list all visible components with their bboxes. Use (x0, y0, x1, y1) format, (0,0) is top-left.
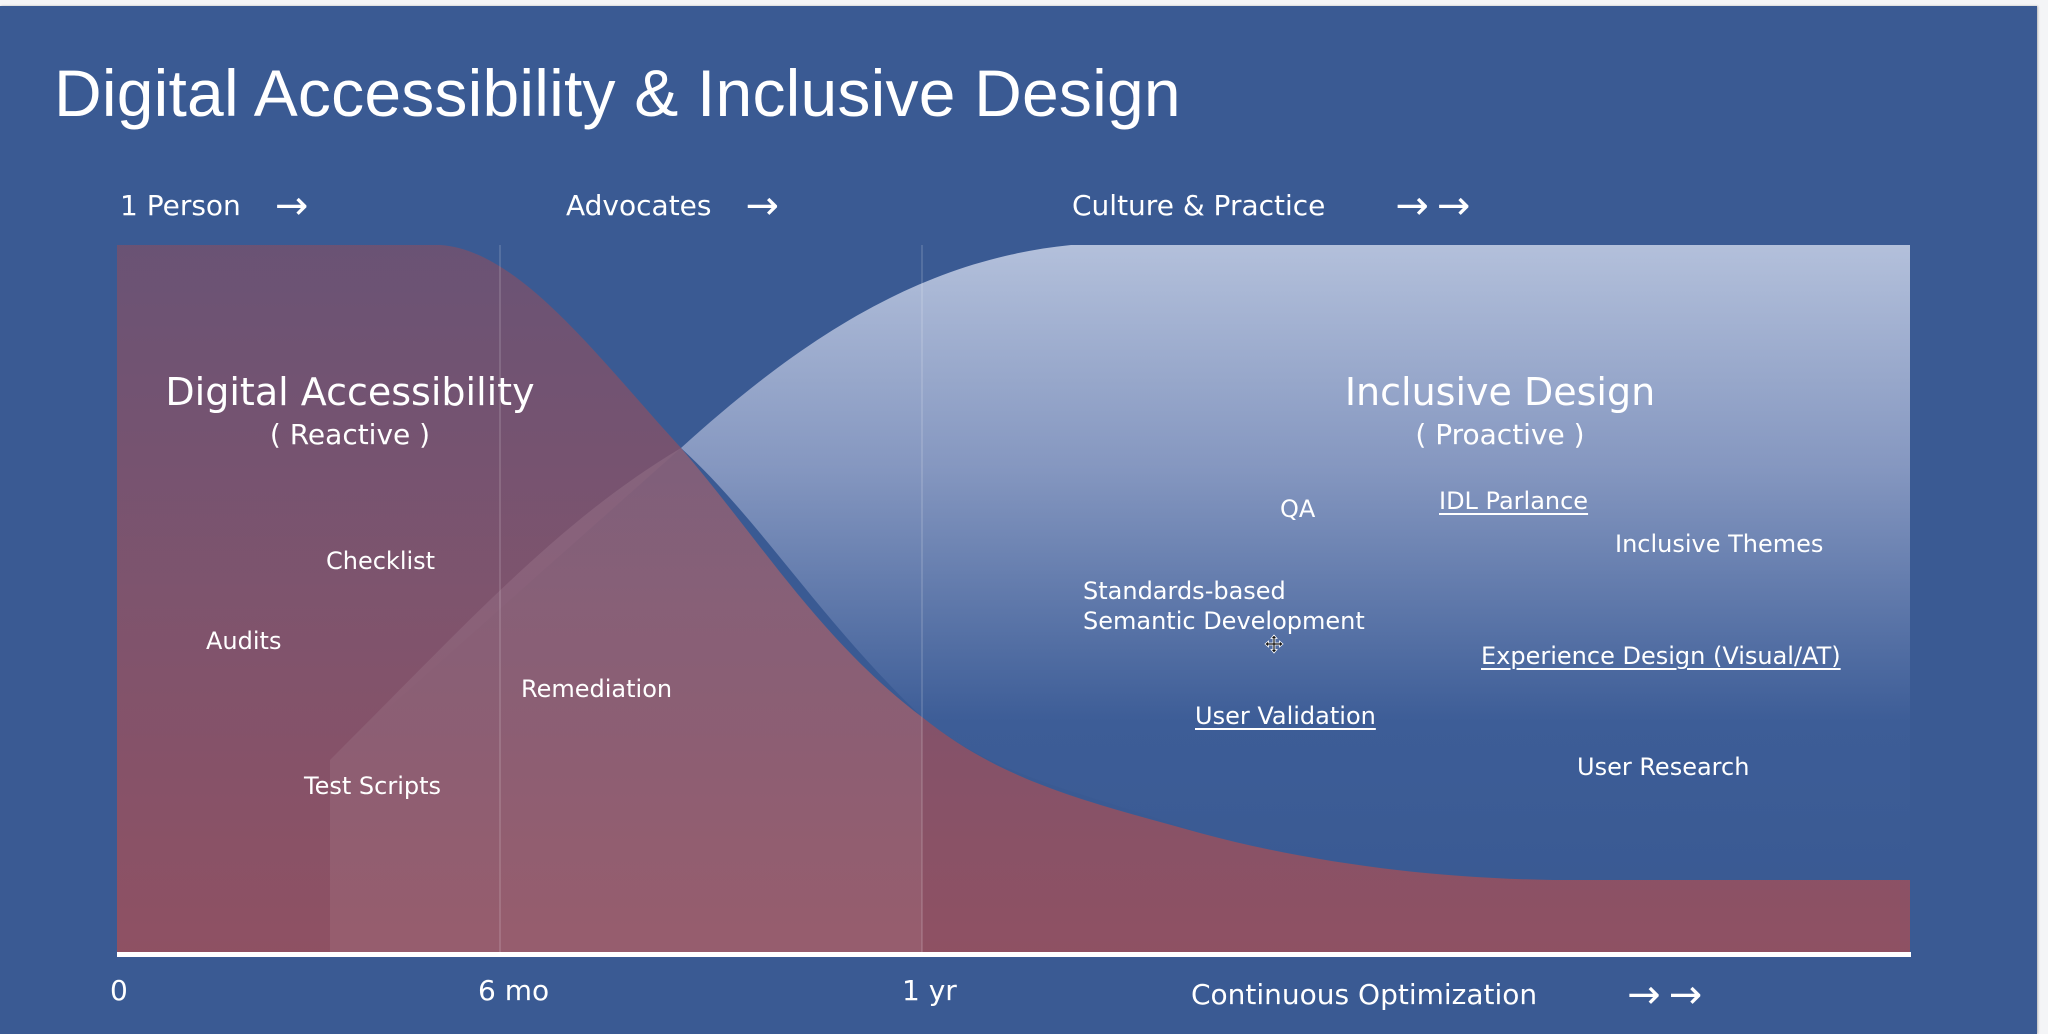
digital-accessibility-area (117, 245, 1910, 953)
item-semantic-development: Semantic Development (1083, 607, 1365, 635)
item-audits: Audits (206, 627, 282, 655)
inclusive-design-area (330, 245, 1910, 880)
stage-label: Culture & Practice (1072, 189, 1326, 222)
item-experience-design-link[interactable]: Experience Design (Visual/AT) (1481, 642, 1841, 670)
arrow-right-icon: → (1395, 183, 1429, 229)
proactive-subheading: ( Proactive ) (1415, 418, 1585, 451)
proactive-heading: Inclusive Design (1344, 370, 1656, 414)
arrow-right-icon: → (745, 183, 779, 229)
item-inclusive-themes: Inclusive Themes (1615, 530, 1824, 558)
arrow-right-icon: → (1668, 972, 1703, 1018)
stage-culture-practice: Culture & Practice →→ (1072, 183, 1471, 229)
continuation-label: Continuous Optimization (1191, 978, 1538, 1011)
stage-label: 1 Person (120, 189, 241, 222)
item-remediation: Remediation (521, 675, 673, 703)
reactive-subheading: ( Reactive ) (269, 418, 431, 451)
slide-title: Digital Accessibility & Inclusive Design (54, 56, 1181, 130)
item-checklist: Checklist (326, 547, 436, 575)
continuous-optimization: Continuous Optimization →→ (1191, 972, 1703, 1018)
x-axis-baseline (117, 952, 1911, 957)
stage-advocates: Advocates → (566, 183, 779, 229)
overlap-region (330, 448, 922, 953)
item-qa: QA (1280, 495, 1316, 523)
tick-6mo: 6 mo (478, 974, 550, 1007)
arrow-right-icon: → (274, 183, 309, 229)
tick-0: 0 (110, 974, 128, 1007)
arrow-right-icon: → (1436, 183, 1471, 229)
arrow-right-icon: → (1627, 972, 1661, 1018)
item-idl-parlance-link[interactable]: IDL Parlance (1439, 487, 1589, 515)
reactive-heading: Digital Accessibility (165, 370, 535, 414)
stage-1-person: 1 Person → (120, 183, 309, 229)
stage-label: Advocates (566, 189, 712, 222)
move-cursor-icon (1264, 634, 1284, 654)
item-user-research: User Research (1577, 753, 1750, 781)
tick-1yr: 1 yr (902, 974, 957, 1007)
item-standards-based: Standards-based (1083, 577, 1286, 605)
item-test-scripts: Test Scripts (304, 772, 442, 800)
item-user-validation-link[interactable]: User Validation (1195, 702, 1376, 730)
